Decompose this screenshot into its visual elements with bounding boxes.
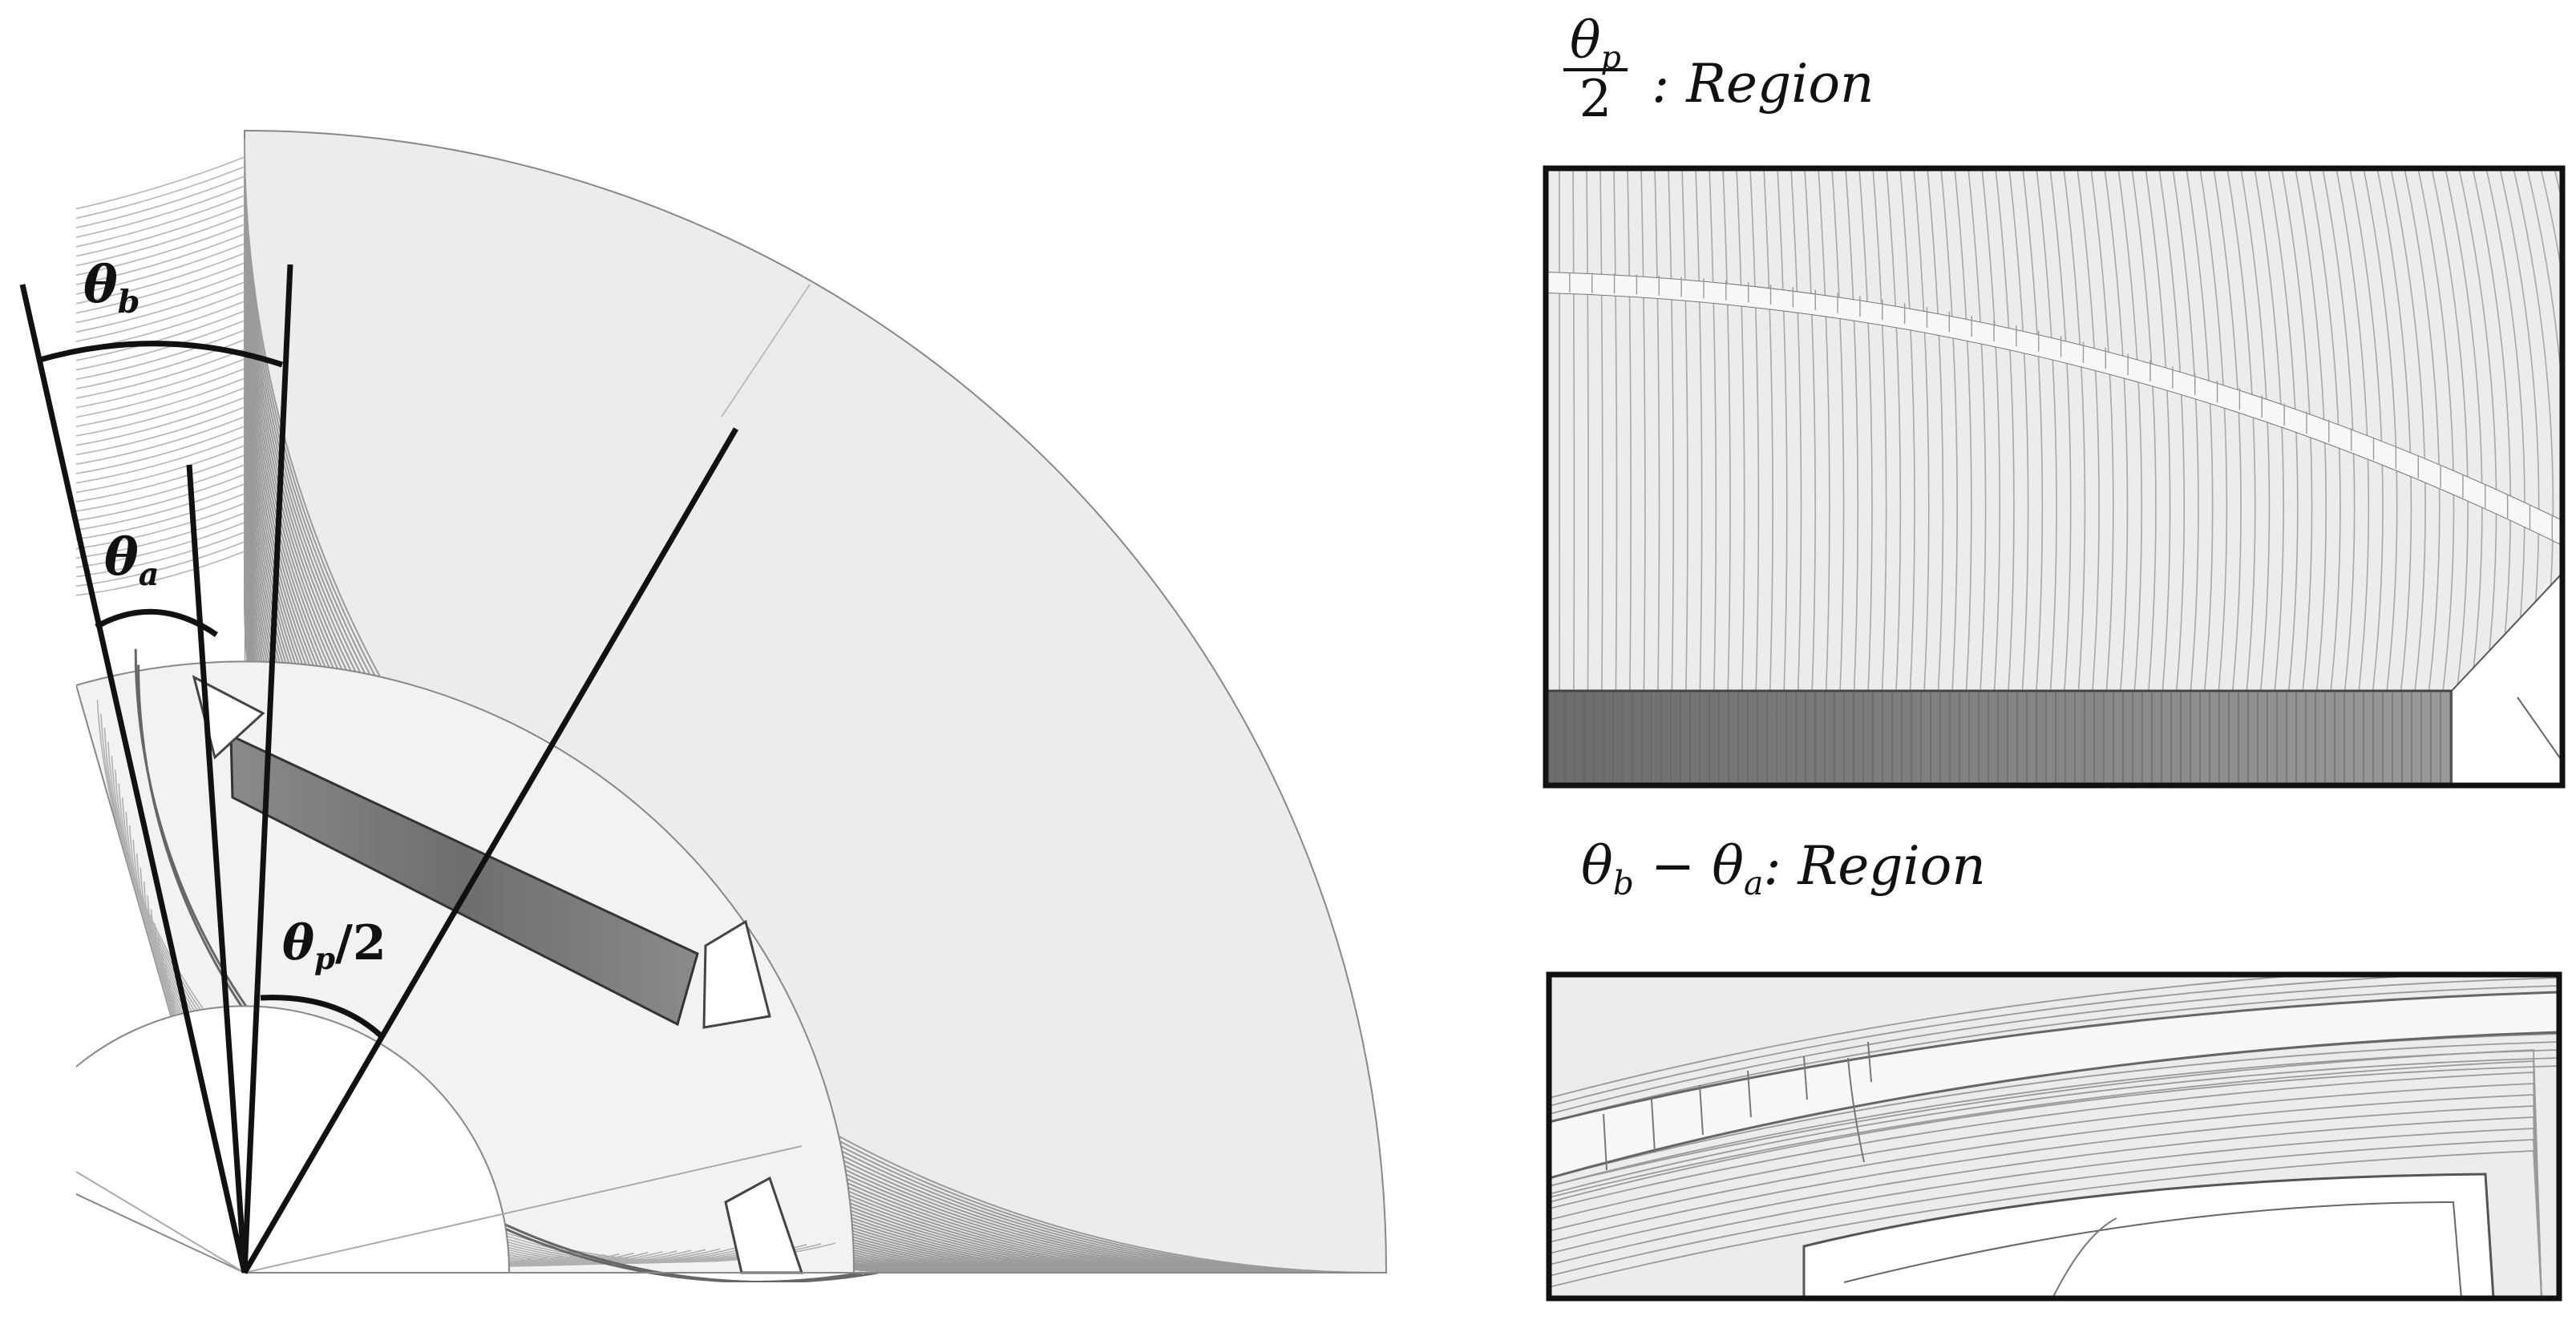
angle-lines — [19, 264, 739, 1274]
theta-b-right-line — [241, 264, 293, 1274]
theta-b-arc — [36, 341, 284, 368]
inset-theta-b-minus-a — [1546, 971, 2562, 1302]
theta-a-label: θa — [104, 527, 160, 593]
theta-p-line — [241, 427, 739, 1274]
permanent-magnet — [229, 733, 699, 1027]
shaft-bore — [76, 1005, 511, 1274]
inset2-frame — [1546, 971, 2562, 1302]
theta-b-label: θb — [83, 255, 140, 321]
theta-p-half-label: θp/2 — [282, 915, 386, 976]
inset1-title-region: : Region — [1652, 53, 1874, 115]
motor-quarter — [76, 129, 1388, 1282]
inset1-title-fraction: θp 2 — [1563, 14, 1628, 128]
inset-theta-p-half — [1543, 165, 2566, 789]
inset2-title: θb − θa: Region — [1581, 835, 1986, 903]
flux-barrier-2 — [702, 919, 771, 1029]
theta-a-line — [186, 464, 248, 1274]
theta-p-arc — [260, 995, 386, 1040]
inset1-frame — [1543, 165, 2566, 789]
theta-b-left-line — [19, 284, 248, 1274]
inset1-magnet — [1546, 689, 2453, 785]
theta-a-arc — [95, 608, 218, 637]
